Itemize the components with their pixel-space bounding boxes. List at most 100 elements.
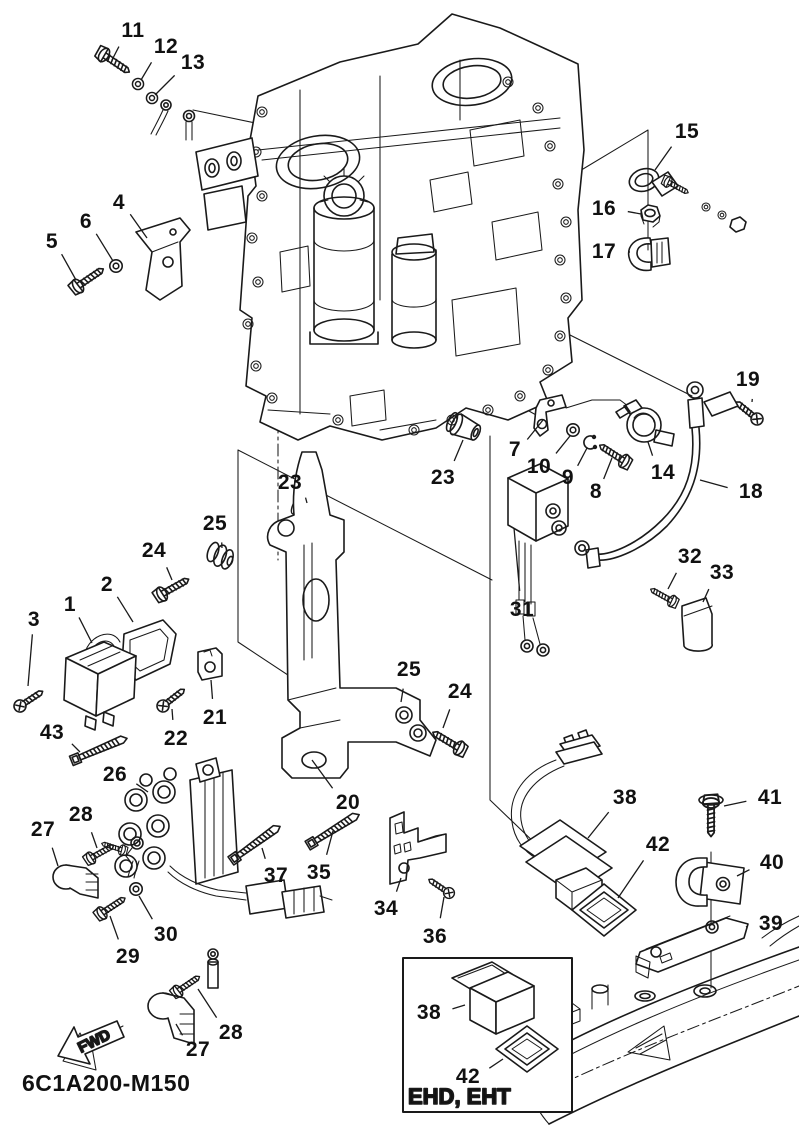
part-bolt-28-lower [168, 948, 219, 1001]
part-ground-lead-18 [574, 381, 739, 569]
callout-7-10: 7 [508, 438, 522, 461]
callout-13-2: 13 [180, 51, 206, 74]
part-bracket-4 [135, 217, 191, 301]
callout-9-12: 9 [561, 466, 575, 489]
callout-27-34: 27 [30, 818, 56, 841]
callout-18-16: 18 [738, 480, 764, 503]
callout-33-24: 33 [709, 561, 735, 584]
callout-14-14: 14 [650, 461, 676, 484]
callout-16-7: 16 [591, 197, 617, 220]
callout-38-48: 38 [416, 1001, 442, 1024]
part-terminal-clamp-15 [628, 167, 747, 233]
callout-32-23: 32 [677, 545, 703, 568]
callout-28-33: 28 [68, 803, 94, 826]
callout-19-9: 19 [735, 368, 761, 391]
diagram-code-label: 6C1A200-M150 [22, 1070, 190, 1096]
part-grommet-25-left [203, 540, 238, 572]
inset-model-note: EHD, EHT [408, 1084, 511, 1109]
part-nut-16 [640, 204, 661, 228]
callout-39-45: 39 [758, 912, 784, 935]
callout-41-42: 41 [757, 786, 783, 809]
callout-31-25: 31 [509, 598, 535, 621]
callout-5-5: 5 [45, 230, 59, 253]
callout-25-18: 25 [202, 512, 228, 535]
callout-4-3: 4 [112, 191, 126, 214]
part-clamp-14 [615, 399, 675, 447]
part-bracket-20 [266, 451, 437, 779]
part-bracket-39 [635, 915, 749, 979]
callout-35-36: 35 [306, 861, 332, 884]
part-clamp-21 [197, 647, 223, 681]
part-bolt-11 [92, 43, 135, 80]
part-screw-22 [153, 683, 189, 716]
callout-23-17: 23 [277, 471, 303, 494]
callout-24-30: 24 [447, 680, 473, 703]
part-bolt-5 [66, 261, 109, 298]
engine-left-flange [195, 137, 259, 231]
callout-20-31: 20 [335, 791, 361, 814]
callout-23-15: 23 [430, 466, 456, 489]
callout-15-6: 15 [674, 120, 700, 143]
callout-3-22: 3 [27, 608, 41, 631]
part-clip-9 [583, 434, 598, 450]
part-cover-27-lower [147, 992, 195, 1045]
part-screw-36 [425, 874, 458, 902]
callout-27-47: 27 [185, 1038, 211, 1061]
part-screw-3 [10, 685, 47, 716]
callout-1-21: 1 [63, 593, 77, 616]
starter-solenoid [391, 233, 437, 349]
part-bolt-8 [595, 438, 636, 472]
inset-gasket-42 [495, 1025, 559, 1073]
fwd-arrow: FWD [57, 1020, 125, 1071]
inset-box: EHD, EHT [402, 957, 573, 1113]
part-gasket-42 [571, 883, 637, 937]
callout-11-0: 11 [121, 19, 145, 42]
callout-21-27: 21 [202, 706, 228, 729]
callout-2-20: 2 [100, 573, 114, 596]
starter-motor [309, 167, 379, 345]
part-connector-38 [510, 729, 613, 911]
part-screw-19 [731, 396, 767, 429]
part-washer-30 [129, 881, 143, 897]
callout-17-8: 17 [591, 240, 617, 263]
callout-37-35: 37 [263, 864, 289, 887]
inset-connector-38 [451, 961, 535, 1035]
part-bolt-28-upper [81, 839, 118, 868]
part-bolt-24-left [150, 571, 194, 606]
part-washer-6 [109, 258, 123, 274]
callout-42-43: 42 [645, 833, 671, 856]
part-bracket-7 [533, 394, 637, 437]
callout-38-41: 38 [612, 786, 638, 809]
part-bolt-32 [647, 583, 682, 610]
part-relay-1 [63, 633, 137, 731]
callout-43-26: 43 [39, 721, 65, 744]
callout-29-40: 29 [115, 945, 141, 968]
part-terminal-cover-17 [627, 237, 671, 272]
callout-30-39: 30 [153, 923, 179, 946]
callout-34-37: 34 [373, 897, 399, 920]
callout-26-32: 26 [102, 763, 128, 786]
callout-12-1: 12 [153, 35, 179, 58]
part-boot-33 [681, 597, 713, 652]
callout-24-19: 24 [141, 539, 167, 562]
callout-42-49: 42 [455, 1065, 481, 1088]
part-washer-13 [145, 91, 196, 141]
part-cover-27-upper [52, 864, 99, 899]
callout-40-44: 40 [759, 851, 785, 874]
callout-6-4: 6 [79, 210, 93, 233]
callout-leader-lines [27, 46, 753, 1069]
bolt-bosses [242, 76, 572, 436]
callout-28-46: 28 [218, 1021, 244, 1044]
part-rectifier-26 [99, 757, 333, 919]
part-clamp-40 [675, 857, 745, 907]
callout-22-28: 22 [163, 727, 189, 750]
casting-details [267, 119, 543, 431]
part-washer-12 [131, 77, 145, 91]
part-tie-35 [304, 809, 363, 851]
part-washer-10 [565, 422, 581, 438]
callout-25-29: 25 [396, 658, 422, 681]
part-bracket-34 [389, 811, 447, 885]
callout-36-38: 36 [422, 925, 448, 948]
